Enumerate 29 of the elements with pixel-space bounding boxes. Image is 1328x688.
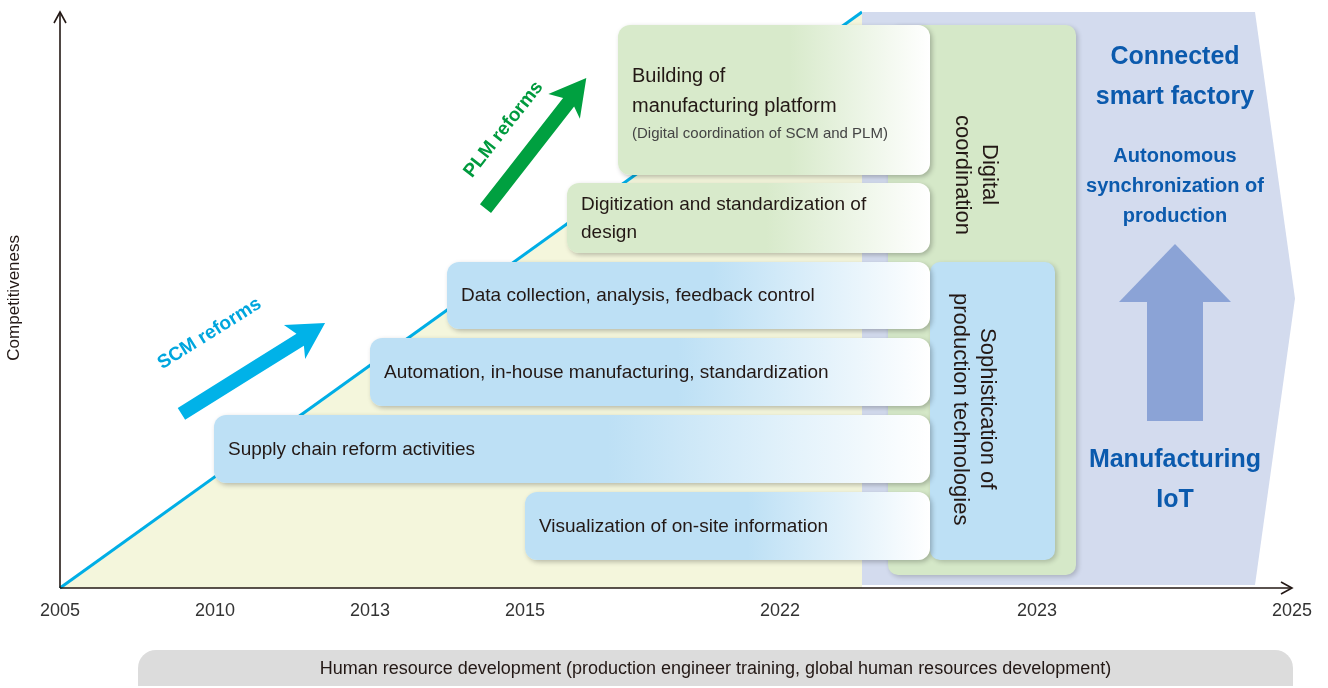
foundation-bar: Human resource development (production engineer training, global human resources development) [138,650,1293,686]
activity-box [618,25,930,175]
year-label: 2022 [758,600,801,621]
activity-box [370,338,930,406]
box-title: Building of manufacturing platform [632,62,838,118]
panel-title: Digital coordination [950,114,1003,237]
box-title: Digitization and standardization of design [581,191,868,244]
year-label: 2010 [193,600,236,621]
year-label: 2015 [503,600,546,621]
year-label: 2023 [1015,600,1058,621]
goal-subtitle: Autonomous synchronization of production [1085,143,1265,228]
year-label: 2025 [1270,600,1313,621]
activity-box [567,183,930,253]
box-title: Visualization of on-site information [539,513,830,538]
activity-box [214,415,930,483]
year-label: 2013 [348,600,391,621]
axis-title: Competitiveness [4,235,24,361]
box-note: (Digital coordination of SCM and PLM) [632,123,889,141]
arrow [1119,244,1231,421]
goal-title: Connected smart factory [1094,40,1256,111]
phase-panel [930,262,1055,560]
activity-box [525,492,930,560]
box-title: Supply chain reform activities [228,436,477,461]
box-title: Data collection, analysis, feedback control [461,283,816,308]
panel-title: Sophistication of production technologies [948,291,1001,528]
goal-title: Manufacturing IoT [1087,442,1263,514]
box-title: Automation, in-house manufacturing, standardization [384,359,830,384]
year-label: 2005 [38,600,81,621]
activity-box [447,262,930,329]
